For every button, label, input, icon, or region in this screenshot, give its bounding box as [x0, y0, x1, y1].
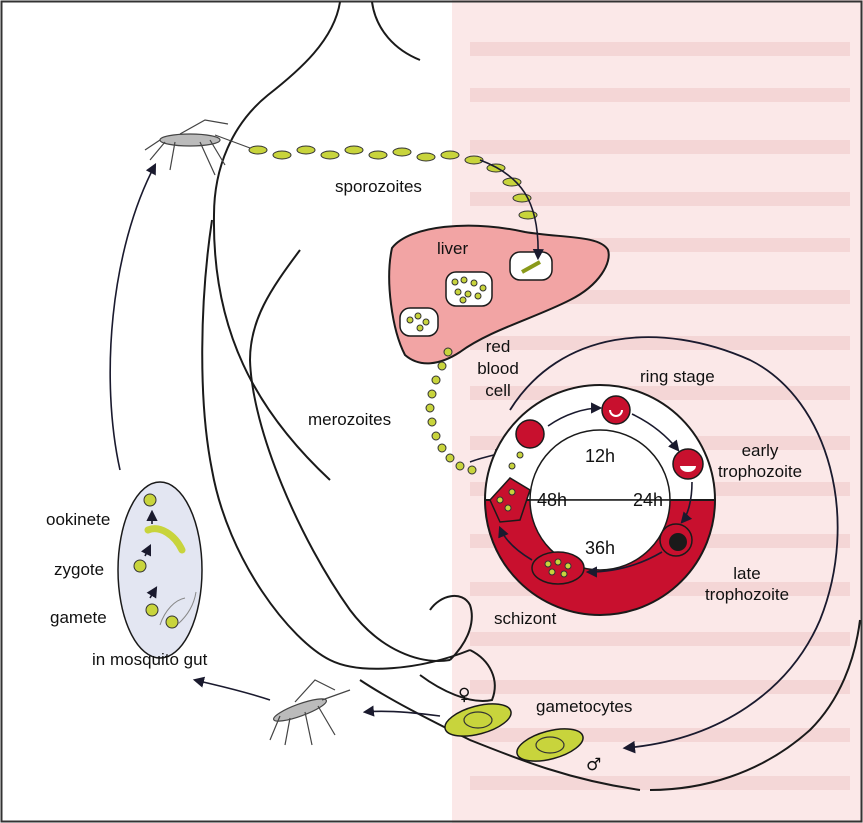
- label-early-trophozoite-line1: early: [742, 441, 779, 460]
- label-red-line2: blood: [477, 359, 519, 378]
- label-sporozoites: sporozoites: [335, 177, 422, 196]
- label-gametocytes: gametocytes: [536, 697, 632, 716]
- label-zygote: zygote: [54, 560, 104, 579]
- label-ring-stage: ring stage: [640, 367, 715, 386]
- clock-24h: 24h: [633, 490, 663, 510]
- clock-48h: 48h: [537, 490, 567, 510]
- clock-12h: 12h: [585, 446, 615, 466]
- label-red-line3: cell: [485, 381, 511, 400]
- female-symbol: ♀: [458, 685, 470, 705]
- label-late-trophozoite-line2: trophozoite: [705, 585, 789, 604]
- clock-36h: 36h: [585, 538, 615, 558]
- label-early-trophozoite-line2: trophozoite: [718, 462, 802, 481]
- mosquito-top: [145, 120, 250, 175]
- label-late-trophozoite-line1: late: [733, 564, 760, 583]
- label-merozoites: merozoites: [308, 410, 391, 429]
- male-symbol: ♂: [586, 755, 601, 775]
- label-ookinete: ookinete: [46, 510, 110, 529]
- label-schizont: schizont: [494, 609, 557, 628]
- mosquito-bottom: [270, 680, 350, 745]
- rbc-merozoite-entry: [516, 420, 544, 448]
- label-red-line1: red: [486, 337, 511, 356]
- label-in-mosquito-gut: in mosquito gut: [92, 650, 208, 669]
- label-gamete: gamete: [50, 608, 107, 627]
- label-liver: liver: [437, 239, 469, 258]
- rbc-ring-stage: [602, 396, 630, 424]
- rbc-schizont: [532, 552, 584, 584]
- rbc-early-trophozoite: [673, 449, 703, 479]
- mosquito-gut: [118, 482, 202, 658]
